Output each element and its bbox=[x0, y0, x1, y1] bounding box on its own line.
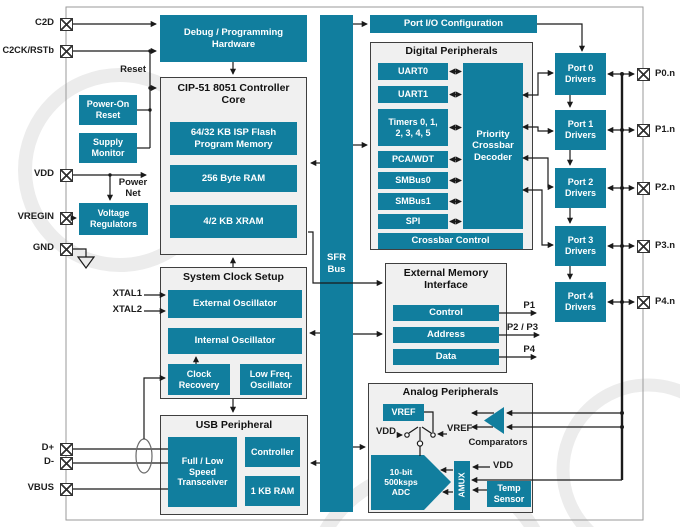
adc-label: 10-bit 500ksps ADC bbox=[384, 467, 418, 497]
analog-peripherals-title: Analog Peripherals bbox=[402, 386, 499, 398]
ground-symbol bbox=[76, 256, 96, 270]
low-freq-oscillator-block: Low Freq. Oscillator bbox=[240, 364, 302, 395]
supply-monitor-block: Supply Monitor bbox=[79, 133, 137, 163]
pin-d-minus bbox=[59, 456, 73, 470]
debug-programming-block: Debug / Programming Hardware bbox=[160, 15, 307, 62]
amux-block: AMUX bbox=[454, 461, 470, 510]
usb-ram-block: 1 KB RAM bbox=[245, 476, 300, 506]
port1-drivers-block: Port 1 Drivers bbox=[555, 110, 606, 150]
system-clock-title: System Clock Setup bbox=[183, 271, 284, 283]
external-memory-title: External Memory Interface bbox=[403, 267, 489, 292]
xtal2-label: XTAL2 bbox=[112, 304, 142, 315]
internal-oscillator-block: Internal Oscillator bbox=[168, 328, 302, 354]
emi-address-block: Address bbox=[393, 327, 499, 343]
vdd-amux-label: VDD bbox=[493, 460, 514, 471]
priority-crossbar-decoder-block: Priority Crossbar Decoder bbox=[463, 63, 523, 229]
pin-label-vregin: VREGIN bbox=[17, 211, 54, 222]
comparators-label: Comparators bbox=[468, 437, 528, 448]
timers-block: Timers 0, 1, 2, 3, 4, 5 bbox=[378, 109, 448, 146]
usb-controller-block: Controller bbox=[245, 437, 300, 467]
emi-p4-label: P4 bbox=[523, 344, 535, 355]
sfr-bus: SFR Bus bbox=[320, 15, 353, 512]
smbus0-block: SMBus0 bbox=[378, 172, 448, 189]
port2-drivers-block: Port 2 Drivers bbox=[555, 168, 606, 208]
pin-p1n bbox=[636, 123, 650, 137]
temp-sensor-block: Temp Sensor bbox=[487, 481, 531, 507]
pin-label-gnd: GND bbox=[32, 242, 54, 253]
pin-p3n bbox=[636, 239, 650, 253]
pin-label-p1n: P1.n bbox=[655, 124, 676, 135]
port4-drivers-block: Port 4 Drivers bbox=[555, 282, 606, 322]
flash-memory-block: 64/32 KB ISP Flash Program Memory bbox=[170, 122, 297, 155]
power-net-label: Power Net bbox=[118, 177, 148, 199]
pin-label-p2n: P2.n bbox=[655, 182, 676, 193]
port0-drivers-block: Port 0 Drivers bbox=[555, 53, 606, 95]
usb-title: USB Peripheral bbox=[195, 419, 273, 431]
pin-vdd bbox=[59, 168, 73, 182]
pin-label-c2ck-rstb: C2CK/RSTb bbox=[2, 45, 54, 55]
pca-wdt-block: PCA/WDT bbox=[378, 151, 448, 168]
uart0-block: UART0 bbox=[378, 63, 448, 80]
reset-label: Reset bbox=[120, 64, 146, 75]
clock-recovery-block: Clock Recovery bbox=[168, 364, 230, 395]
power-on-reset-block: Power-On Reset bbox=[79, 95, 137, 125]
crossbar-control-block: Crossbar Control bbox=[378, 233, 523, 249]
pin-label-vbus: VBUS bbox=[27, 482, 54, 493]
spi-block: SPI bbox=[378, 214, 448, 229]
pin-label-p3n: P3.n bbox=[655, 240, 676, 251]
usb-pair-ellipse bbox=[135, 438, 153, 474]
reset-wires bbox=[73, 20, 157, 149]
cip51-title: CIP-51 8051 Controller Core bbox=[177, 82, 290, 107]
vdd-ref-label: VDD bbox=[375, 426, 396, 437]
xtal1-label: XTAL1 bbox=[112, 288, 142, 299]
emi-p2-p3-label: P2 / P3 bbox=[506, 322, 538, 333]
usb-wires bbox=[73, 374, 168, 490]
ram-block: 256 Byte RAM bbox=[170, 165, 297, 192]
xram-block: 4/2 KB XRAM bbox=[170, 205, 297, 238]
watermark-arc bbox=[556, 378, 680, 527]
pin-gnd bbox=[59, 242, 73, 256]
amux-label: AMUX bbox=[456, 472, 467, 499]
pin-label-d-plus: D+ bbox=[41, 442, 54, 453]
pin-p4n bbox=[636, 295, 650, 309]
digital-peripherals-title: Digital Peripherals bbox=[405, 45, 498, 57]
voltage-regulators-block: Voltage Regulators bbox=[79, 203, 148, 235]
pin-c2ck-rstb bbox=[59, 44, 73, 58]
pin-label-d-minus: D- bbox=[43, 456, 54, 467]
pin-d-plus bbox=[59, 442, 73, 456]
pin-p0n bbox=[636, 67, 650, 81]
uart1-block: UART1 bbox=[378, 86, 448, 103]
emi-p1-label: P1 bbox=[523, 300, 535, 311]
vref-block: VREF bbox=[383, 404, 424, 421]
usb-transceiver-block: Full / Low Speed Transceiver bbox=[168, 437, 237, 507]
pin-vregin bbox=[59, 211, 73, 225]
smbus1-block: SMBus1 bbox=[378, 193, 448, 210]
pin-label-c2d: C2D bbox=[34, 17, 54, 28]
port-pin-wires bbox=[607, 70, 635, 306]
emi-control-block: Control bbox=[393, 305, 499, 321]
vref-ref-label: VREF bbox=[447, 423, 473, 434]
pin-label-vdd: VDD bbox=[33, 168, 54, 179]
port-io-config-wire bbox=[537, 23, 586, 52]
port-io-config-block: Port I/O Configuration bbox=[370, 15, 537, 33]
pin-c2d bbox=[59, 17, 73, 31]
pin-label-p4n: P4.n bbox=[655, 296, 676, 307]
port3-drivers-block: Port 3 Drivers bbox=[555, 226, 606, 266]
pin-vbus bbox=[59, 482, 73, 496]
pin-label-p0n: P0.n bbox=[655, 68, 676, 79]
emi-data-block: Data bbox=[393, 349, 499, 365]
pin-p2n bbox=[636, 181, 650, 195]
external-oscillator-block: External Oscillator bbox=[168, 290, 302, 318]
